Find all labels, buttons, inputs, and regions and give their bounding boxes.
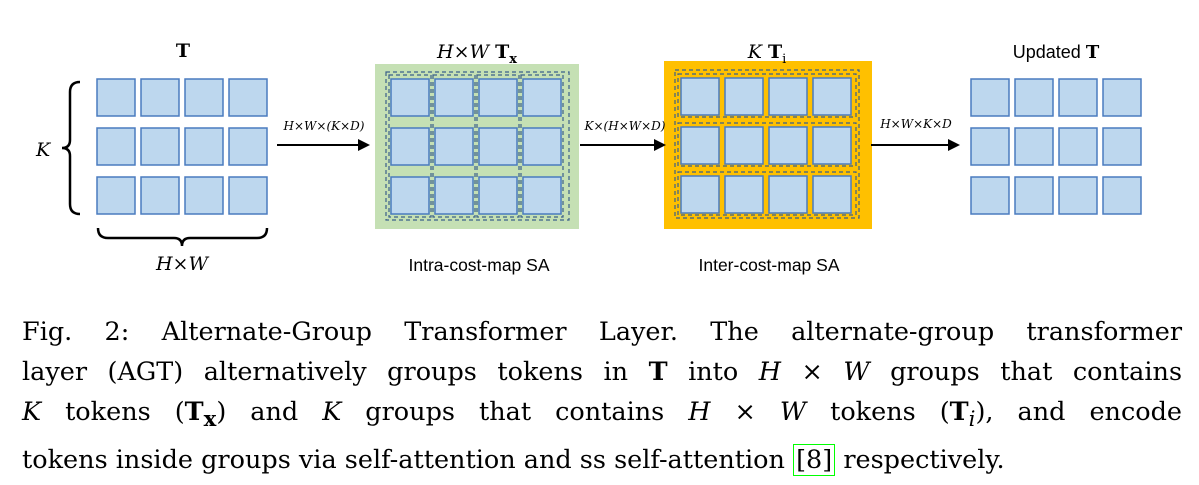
panel1-title: T bbox=[176, 40, 190, 62]
figure-label: Fig. 2: bbox=[22, 317, 130, 347]
left-brace-label: K bbox=[35, 139, 52, 161]
inter-group-dashed-outlines bbox=[674, 69, 860, 219]
token-cell bbox=[768, 175, 808, 214]
group-outline bbox=[388, 74, 432, 218]
token-cell bbox=[768, 126, 808, 165]
panel2-title: H×W Tx bbox=[436, 41, 517, 67]
intra-token-grid bbox=[390, 78, 562, 215]
token-cell bbox=[1058, 127, 1098, 166]
token-cell bbox=[724, 77, 764, 116]
token-cell bbox=[478, 127, 518, 166]
token-cell bbox=[812, 175, 852, 214]
token-cell bbox=[434, 176, 474, 215]
token-cell bbox=[1014, 176, 1054, 215]
intra-panel-caption: Intra-cost-map SA bbox=[408, 255, 549, 275]
token-cell bbox=[140, 78, 180, 117]
group-outline bbox=[674, 69, 860, 219]
token-cell bbox=[184, 78, 224, 117]
token-cell bbox=[1102, 78, 1142, 117]
panel4-title: Updated T bbox=[1013, 42, 1100, 63]
token-cell bbox=[970, 78, 1010, 117]
token-cell bbox=[96, 176, 136, 215]
arrow-2-label: K×(H×W×D) bbox=[584, 119, 666, 133]
arrow-1: H×W×(K×D) bbox=[277, 119, 370, 151]
token-cell bbox=[434, 78, 474, 117]
arrow-3: H×W×K×D bbox=[871, 117, 960, 151]
token-cell bbox=[1058, 176, 1098, 215]
token-cell bbox=[96, 78, 136, 117]
token-cell bbox=[184, 127, 224, 166]
group-outline bbox=[432, 74, 476, 218]
token-cell bbox=[680, 77, 720, 116]
token-cell bbox=[140, 127, 180, 166]
intra-group-dashed-outlines bbox=[385, 71, 570, 221]
inter-token-grid bbox=[680, 77, 852, 214]
token-cell bbox=[478, 78, 518, 117]
caption-line-4: tokens inside groups via self-attention … bbox=[22, 444, 1005, 477]
token-cell bbox=[522, 176, 562, 215]
figure-caption: Fig. 2: Alternate-Group Transformer Laye… bbox=[22, 312, 1182, 480]
token-cell bbox=[140, 176, 180, 215]
group-outline bbox=[385, 71, 570, 221]
arrow-1-label: H×W×(K×D) bbox=[283, 119, 365, 133]
group-outline bbox=[677, 171, 857, 216]
token-cell bbox=[1058, 78, 1098, 117]
token-cell bbox=[680, 175, 720, 214]
panel3-title: K Ti bbox=[747, 41, 787, 67]
token-cell bbox=[522, 127, 562, 166]
token-cell bbox=[970, 127, 1010, 166]
token-cell bbox=[1014, 78, 1054, 117]
token-cell bbox=[228, 78, 268, 117]
bottom-brace bbox=[96, 227, 269, 247]
token-cell bbox=[724, 126, 764, 165]
token-cell bbox=[390, 127, 430, 166]
token-cell bbox=[1014, 127, 1054, 166]
token-cell bbox=[478, 176, 518, 215]
token-cell bbox=[228, 127, 268, 166]
token-cell bbox=[434, 127, 474, 166]
caption-line-3: K tokens (Tx) and K groups that contains… bbox=[22, 397, 1183, 433]
token-cell bbox=[184, 176, 224, 215]
token-cell bbox=[1102, 127, 1142, 166]
group-outline bbox=[520, 74, 564, 218]
caption-line-1: Fig. 2: Alternate-Group Transformer Laye… bbox=[22, 317, 1183, 347]
group-outline bbox=[476, 74, 520, 218]
token-cell bbox=[1102, 176, 1142, 215]
agt-diagram: K H×W T H×W Tx K Ti Updated T H×W×(K×D) … bbox=[35, 40, 1142, 275]
group-outline bbox=[677, 73, 857, 118]
inter-panel-caption: Inter-cost-map SA bbox=[698, 255, 839, 275]
caption-line-2: layer (AGT) alternatively groups tokens … bbox=[22, 357, 1183, 387]
bottom-brace-label: H×W bbox=[155, 253, 209, 275]
arrow-3-label: H×W×K×D bbox=[879, 117, 952, 131]
token-cell bbox=[390, 176, 430, 215]
token-cell bbox=[522, 78, 562, 117]
token-cell bbox=[680, 126, 720, 165]
output-token-grid bbox=[970, 78, 1142, 215]
token-cell bbox=[768, 77, 808, 116]
citation-link[interactable]: [8] bbox=[793, 444, 836, 477]
left-brace bbox=[61, 80, 81, 216]
input-token-grid bbox=[96, 78, 268, 215]
token-cell bbox=[812, 126, 852, 165]
token-cell bbox=[228, 176, 268, 215]
token-cell bbox=[812, 77, 852, 116]
token-cell bbox=[970, 176, 1010, 215]
arrow-2: K×(H×W×D) bbox=[580, 119, 666, 151]
group-outline bbox=[677, 122, 857, 167]
token-cell bbox=[96, 127, 136, 166]
token-cell bbox=[724, 175, 764, 214]
token-cell bbox=[390, 78, 430, 117]
